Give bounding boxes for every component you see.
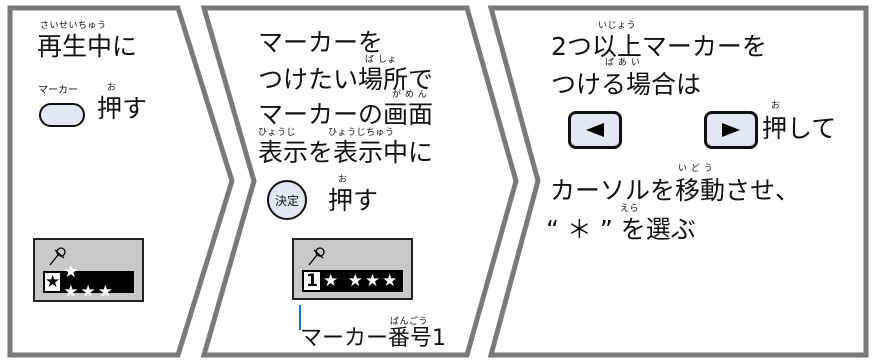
- right-arrow-icon: [722, 123, 740, 137]
- furigana-bangou: ばんごう: [390, 317, 429, 327]
- lcd-display-2: 1 ★ ★★★: [292, 238, 413, 300]
- furigana-o: お: [107, 83, 117, 93]
- push-label: 押す: [97, 94, 148, 123]
- step3-line4: “ ＊ ” を選ぶ: [546, 215, 696, 244]
- furigana-hyouji: ひょうじ: [258, 128, 297, 138]
- push-label-3: 押して: [762, 114, 837, 143]
- step2-line3: マーカーの画面: [258, 100, 434, 129]
- lcd-marker-bar-2: 1 ★ ★★★: [302, 270, 403, 292]
- marker-button[interactable]: [39, 103, 85, 127]
- lcd-stars-2: ★ ★★★: [323, 271, 400, 291]
- furigana-o-2: お: [338, 175, 348, 185]
- step1-line1: 再生中に: [37, 32, 138, 61]
- pushpin-icon: [49, 247, 66, 266]
- furigana-ijou: いじょう: [598, 21, 637, 31]
- left-arrow-icon: [586, 123, 604, 137]
- marker-button-caption: マーカー: [38, 85, 78, 96]
- step2-line2: つけたい場所で: [258, 65, 434, 94]
- furigana-saiseichu: さいせいちゅう: [40, 21, 107, 31]
- enter-button[interactable]: 決定: [267, 180, 307, 220]
- step3-panel: [487, 5, 869, 358]
- step3-line2: つける場合は: [551, 70, 702, 99]
- step2-panel: [200, 5, 519, 358]
- furigana-basho: ば しょ: [365, 55, 397, 65]
- enter-button-label: 決定: [274, 193, 299, 208]
- furigana-idou: い ど う: [678, 164, 714, 174]
- lcd-stars: ★ ★★★: [63, 262, 115, 302]
- lcd-marker-bar: ★ ★ ★★★: [43, 262, 134, 302]
- pushpin-icon-2: [308, 247, 325, 266]
- step2-line1: マーカーを: [258, 28, 384, 57]
- furigana-gamen: が め ん: [392, 90, 428, 100]
- push-label-2: 押す: [328, 186, 379, 215]
- lcd-cursor-star: ★: [45, 272, 61, 292]
- lcd-display: ★ ★ ★★★: [33, 238, 144, 302]
- marker-number-callout: マーカー番号1: [300, 326, 446, 351]
- furigana-baai: ば あ い: [605, 58, 641, 68]
- furigana-hyoujichu: ひょうじちゅう: [328, 128, 395, 138]
- furigana-erabu: えら: [620, 204, 640, 214]
- furigana-o-3: お: [771, 101, 781, 111]
- left-button[interactable]: [568, 111, 622, 149]
- step2-line4: 表示を表示中に: [258, 138, 434, 167]
- lcd-marker-number: 1: [304, 271, 320, 291]
- right-button[interactable]: [704, 111, 758, 149]
- step3-line3: カーソルを移動させ、: [550, 176, 801, 205]
- step3-line1: 2つ以上マーカーを: [551, 32, 767, 61]
